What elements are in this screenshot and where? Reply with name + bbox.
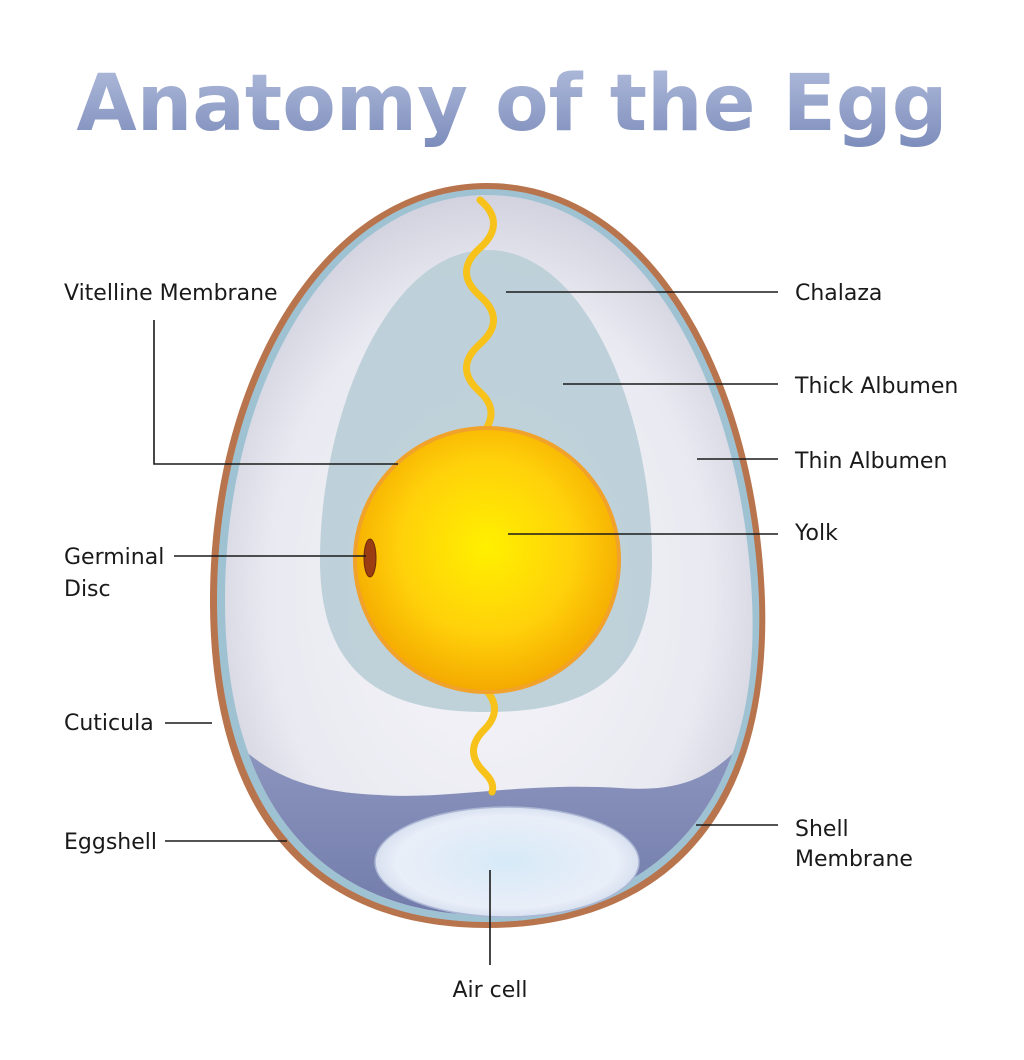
label-thin-albumen: Thin Albumen xyxy=(794,449,947,474)
label-chalaza: Chalaza xyxy=(795,281,882,306)
yolk xyxy=(353,426,621,694)
label-germinal-disc-line2: Disc xyxy=(64,577,111,602)
chalaza-bottom xyxy=(470,684,498,796)
germinal-disc xyxy=(363,538,377,578)
air-cell xyxy=(374,806,640,918)
label-cuticula: Cuticula xyxy=(64,711,154,736)
label-shell-membrane-line2: Membrane xyxy=(795,847,913,872)
label-thick-albumen: Thick Albumen xyxy=(794,374,958,399)
chalaza-top xyxy=(463,196,497,436)
leader-vitelline-membrane xyxy=(153,320,398,465)
diagram-title: Anatomy of the Egg xyxy=(76,59,947,149)
label-yolk: Yolk xyxy=(794,521,838,546)
label-shell-membrane-line1: Shell xyxy=(795,817,849,842)
label-air-cell: Air cell xyxy=(452,978,527,1003)
label-eggshell: Eggshell xyxy=(64,830,157,855)
label-germinal-disc-line1: Germinal xyxy=(64,545,164,570)
label-vitelline-membrane: Vitelline Membrane xyxy=(64,281,278,306)
